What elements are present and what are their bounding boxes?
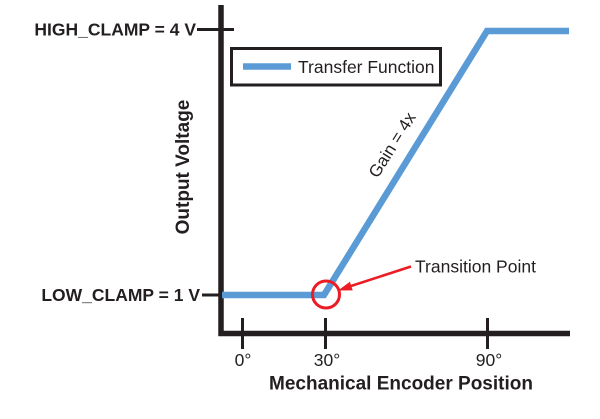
x-axis-title: Mechanical Encoder Position xyxy=(269,374,533,395)
transition-point-circle xyxy=(311,279,341,310)
transition-point-label: Transition Point xyxy=(415,257,536,277)
y-axis-title: Output Voltage xyxy=(173,100,194,235)
transfer-function-line xyxy=(222,27,569,299)
transition-arrow-shaft xyxy=(350,265,412,288)
x-tick-label-0deg: 0° xyxy=(235,350,252,370)
transition-arrow-head xyxy=(338,281,353,291)
legend: Transfer Function xyxy=(230,47,442,87)
x-tick-label-30deg: 30° xyxy=(314,350,340,370)
x-tick-label-90deg: 90° xyxy=(476,350,502,370)
legend-label: Transfer Function xyxy=(298,57,435,77)
low-clamp-label: LOW_CLAMP = 1 V xyxy=(41,285,200,305)
high-clamp-label: HIGH_CLAMP = 4 V xyxy=(34,20,196,40)
